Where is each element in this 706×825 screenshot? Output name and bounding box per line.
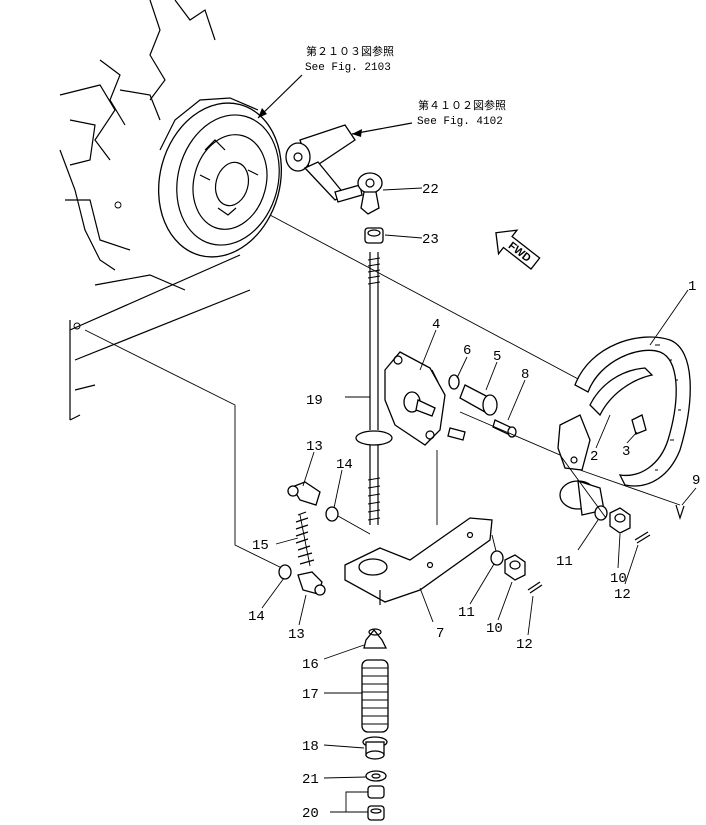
callout-12-right: 12	[614, 587, 631, 603]
brake-band-1	[557, 336, 691, 487]
callout-9: 9	[692, 473, 700, 489]
washer-21	[365, 770, 387, 782]
reference-fig-2103: 第２１０３図参照 See Fig. 2103	[257, 44, 394, 119]
callout-22: 22	[422, 182, 439, 198]
callout-13-upper: 13	[306, 439, 323, 455]
guideline-washer	[337, 515, 371, 535]
guideline-band-pin	[579, 469, 681, 506]
callout-7: 7	[436, 626, 444, 642]
centerline-upper	[269, 214, 581, 381]
callout-21: 21	[302, 772, 319, 788]
washer-6	[448, 374, 460, 390]
bracket-4	[384, 351, 466, 446]
callout-3: 3	[622, 444, 630, 460]
nut-23	[364, 227, 384, 244]
washer-14-lower	[278, 564, 292, 580]
callout-11-lower: 11	[458, 605, 475, 621]
callout-4: 4	[432, 317, 440, 333]
nut-10-right	[609, 507, 631, 534]
rod-19	[355, 252, 393, 525]
callout-18: 18	[302, 739, 319, 755]
cotter-pin-12-lower	[527, 581, 543, 594]
callout-19: 19	[306, 393, 323, 409]
bolt-5	[459, 384, 498, 416]
leader-lines	[261, 187, 697, 813]
cotter-pin-9	[675, 504, 685, 520]
callout-8: 8	[521, 367, 529, 383]
nut-10-lower	[504, 554, 526, 581]
reference-jp-text: 第２１０３図参照	[306, 44, 394, 59]
callout-10-lower: 10	[486, 621, 503, 637]
callout-20: 20	[302, 806, 319, 822]
callout-11-right: 11	[556, 554, 573, 570]
spring-15	[295, 511, 315, 567]
callout-6: 6	[463, 343, 471, 359]
lever-arm	[285, 124, 363, 203]
pin-8	[492, 419, 517, 438]
callout-12-lower: 12	[516, 637, 533, 653]
callout-2: 2	[590, 449, 598, 465]
nut-20-upper	[367, 785, 385, 799]
callout-14-upper: 14	[336, 457, 353, 473]
callout-14-lower: 14	[248, 609, 265, 625]
callout-10-right: 10	[610, 571, 627, 587]
flywheel-coupling	[157, 97, 283, 258]
engine-block	[59, 0, 251, 421]
arrowhead-icon	[352, 129, 362, 137]
callout-15: 15	[252, 538, 269, 554]
guideline-bracket-band	[459, 411, 607, 519]
callout-13-lower: 13	[288, 627, 305, 643]
callout-16: 16	[302, 657, 319, 673]
cotter-pin-12-right	[634, 531, 651, 544]
grease-fitting-13-lower	[297, 571, 326, 596]
callout-23: 23	[422, 232, 439, 248]
boot-17	[361, 659, 389, 733]
callout-5: 5	[493, 349, 501, 365]
centerline-lower	[84, 329, 291, 573]
callout-1: 1	[688, 279, 696, 295]
washer-11-right	[594, 505, 608, 521]
reference-fig-4102: 第４１０２図参照 See Fig. 4102	[351, 98, 506, 137]
arrowhead-icon	[258, 108, 267, 118]
callout-labels: 22 23 1 4 6 5 8 19 2 3 9 13 14 15 11 10 …	[248, 182, 700, 822]
fitting-16	[363, 628, 388, 649]
lower-arm-7	[344, 517, 493, 605]
rod-end-22	[357, 172, 383, 215]
callout-17: 17	[302, 687, 319, 703]
bushing-18	[362, 736, 388, 760]
washer-11-lower	[490, 550, 504, 566]
reference-en-text: See Fig. 2103	[305, 62, 391, 74]
reference-jp-text: 第４１０２図参照	[418, 98, 506, 113]
grease-fitting-13-upper	[287, 481, 321, 506]
forward-direction-arrow: FWD	[495, 229, 541, 270]
reference-en-text: See Fig. 4102	[417, 116, 503, 128]
nut-20-lower	[367, 805, 385, 821]
washer-14-upper	[325, 506, 339, 522]
